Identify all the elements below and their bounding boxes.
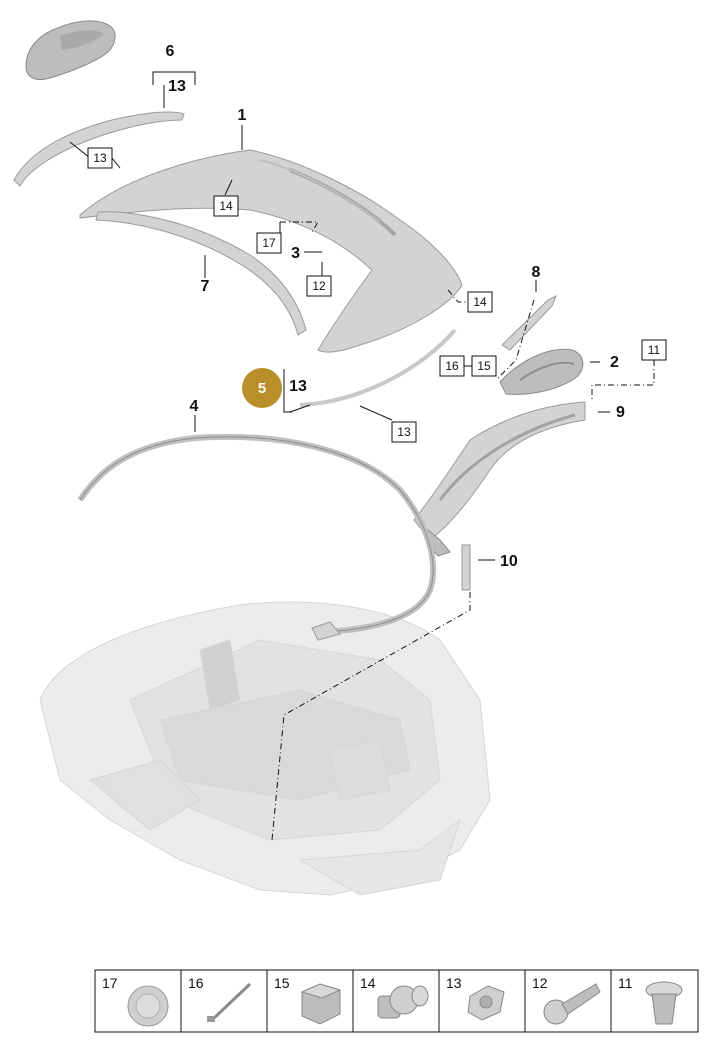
boxed-ref-13-bottom[interactable]: 13 [391, 421, 417, 443]
boxed-ref-13-top[interactable]: 13 [87, 147, 113, 169]
boxed-ref-16[interactable]: 16 [439, 355, 465, 377]
leader-lines [69, 71, 655, 841]
highlight-callout-5[interactable]: 5 [242, 368, 282, 408]
part-2-mechanism [499, 348, 584, 395]
svg-text:16: 16 [445, 359, 459, 373]
highlight-label: 5 [258, 380, 266, 397]
part-1-top-cover [79, 149, 463, 353]
svg-text:15: 15 [274, 975, 290, 991]
callout-5-sub: 13 [289, 378, 307, 395]
part-6-trim-strip [13, 111, 185, 187]
svg-text:13: 13 [93, 151, 107, 165]
square-nut-icon [300, 983, 342, 1025]
plastic-grommet-icon [645, 981, 683, 1025]
boxed-ref-14-top[interactable]: 14 [213, 195, 239, 217]
svg-text:13: 13 [397, 425, 411, 439]
flange-bolt-icon [543, 983, 601, 1025]
boxed-ref-14-right[interactable]: 14 [467, 291, 493, 313]
svg-text:15: 15 [477, 359, 491, 373]
part-4-end-bracket [311, 621, 341, 641]
push-clip-icon [467, 985, 505, 1021]
legend-item-13[interactable]: 13 [446, 975, 505, 1021]
svg-text:17: 17 [102, 975, 118, 991]
svg-text:11: 11 [648, 343, 661, 357]
svg-text:11: 11 [618, 975, 633, 991]
callout-6-sub: 13 [168, 78, 186, 95]
boxed-ref-11[interactable]: 11 [641, 339, 667, 361]
callout-1: 1 [238, 107, 247, 124]
part-10-drain-tube [461, 544, 471, 591]
callout-4: 4 [190, 398, 199, 415]
callout-3: 3 [291, 245, 300, 262]
part-9-housing [413, 401, 586, 557]
legend-item-11[interactable]: 11 [618, 975, 683, 1025]
callout-6: 6 [166, 43, 175, 60]
legend-item-16[interactable]: 16 [188, 975, 252, 1022]
expanding-rivet-icon [377, 985, 429, 1019]
svg-text:12: 12 [312, 279, 326, 293]
callout-10: 10 [500, 553, 518, 570]
svg-text:14: 14 [219, 199, 233, 213]
cable-tie-icon [207, 982, 252, 1022]
part-5-seal-strip [299, 328, 457, 407]
legend-item-14[interactable]: 14 [360, 975, 429, 1019]
part-8-bracket [501, 294, 557, 351]
callout-2: 2 [610, 354, 619, 371]
callout-7: 7 [201, 278, 210, 295]
callout-9: 9 [616, 404, 625, 421]
callout-8: 8 [532, 264, 541, 281]
svg-text:14: 14 [360, 975, 376, 991]
part-4-seal-loop [77, 433, 437, 635]
legend-item-17[interactable]: 17 [102, 975, 169, 1027]
boxed-ref-17[interactable]: 17 [256, 232, 282, 254]
vehicle-body-ghost [39, 601, 491, 896]
svg-text:16: 16 [188, 975, 204, 991]
boxed-ref-12[interactable]: 12 [306, 275, 332, 297]
fastener-legend: 17 16 15 14 [94, 969, 699, 1033]
highlight-circle [242, 368, 282, 408]
legend-item-12[interactable]: 12 [532, 975, 601, 1025]
car-thumbnail [25, 20, 116, 80]
boxed-references: 13 14 17 12 14 16 15 11 [87, 147, 667, 443]
part-7-seal [95, 211, 307, 336]
callout-labels: 6 13 1 3 7 8 2 9 4 13 10 [166, 43, 625, 570]
flat-plug-icon [127, 985, 169, 1027]
svg-text:13: 13 [446, 975, 462, 991]
svg-text:17: 17 [262, 236, 276, 250]
boxed-ref-15[interactable]: 15 [471, 355, 497, 377]
legend-item-15[interactable]: 15 [274, 975, 342, 1025]
svg-text:14: 14 [473, 295, 487, 309]
svg-text:12: 12 [532, 975, 548, 991]
